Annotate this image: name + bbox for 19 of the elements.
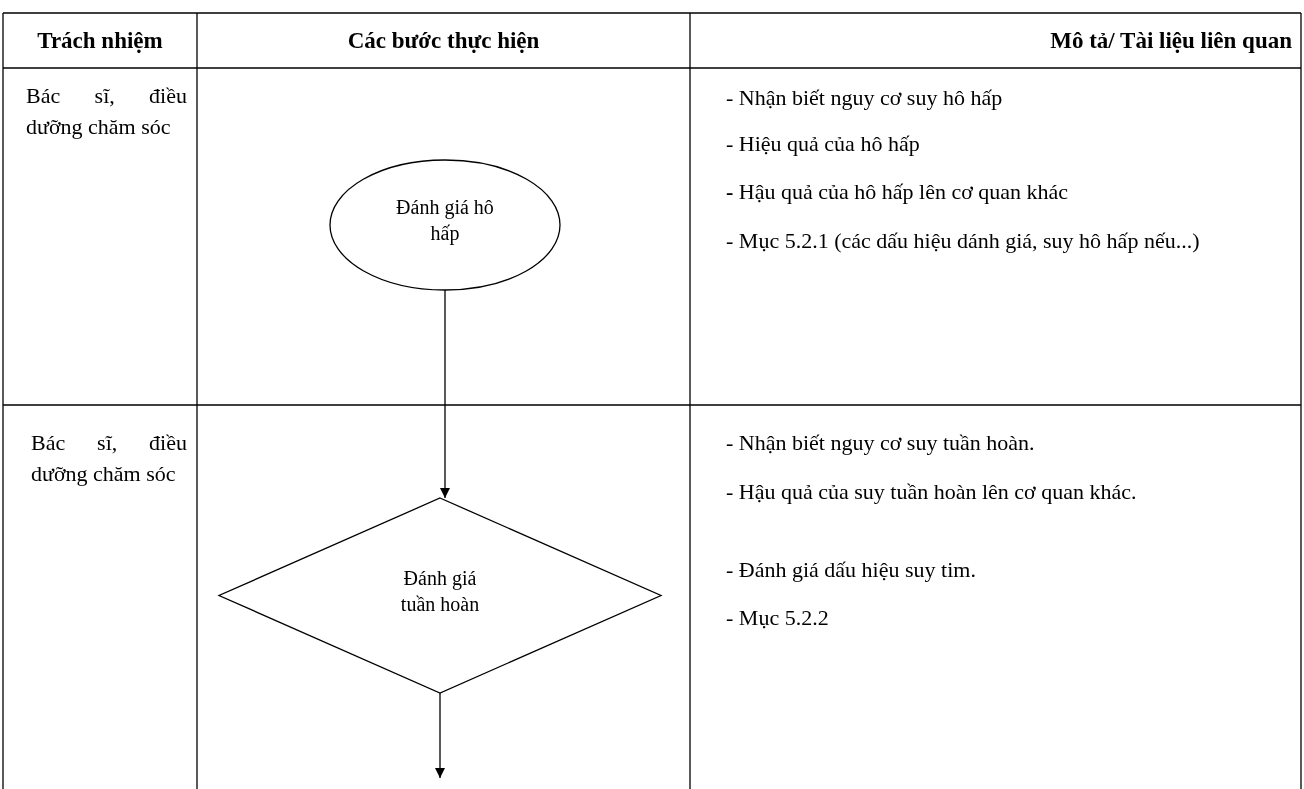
- description-text: - Mục 5.2.2: [726, 604, 830, 632]
- decision-diamond: [219, 498, 661, 693]
- start-ellipse: [330, 160, 560, 290]
- description-text: - Nhận biết nguy cơ suy hô hấp: [726, 84, 1004, 112]
- column-header: Trách nhiệm: [36, 27, 164, 55]
- description-text: - Hiệu quả của hô hấp: [726, 130, 921, 158]
- description-text: - Nhận biết nguy cơ suy tuần hoàn.: [726, 429, 1036, 457]
- responsibility-text: Bác sĩ, điều dưỡng chăm sóc: [31, 429, 187, 488]
- arrow: [440, 289, 450, 499]
- column-header: Các bước thực hiện: [346, 27, 541, 55]
- arrow: [435, 692, 445, 779]
- node-label: Đánh giá tuần hoàn: [399, 565, 481, 617]
- description-text: - Mục 5.2.1 (các dấu hiệu dánh giá, suy hô hấp nếu...): [726, 227, 1201, 255]
- node-label: Đánh giá hô hấp: [395, 195, 495, 246]
- column-header: Mô tả/ Tài liệu liên quan: [1049, 27, 1292, 55]
- description-text: - Đánh giá dấu hiệu suy tim.: [726, 556, 977, 584]
- responsibility-text: Bác sĩ, điều dưỡng chăm sóc: [26, 82, 187, 141]
- description-text: - Hậu quả của hô hấp lên cơ quan khác: [726, 178, 1070, 206]
- description-text: - Hậu quả của suy tuần hoàn lên cơ quan khác.: [726, 478, 1138, 506]
